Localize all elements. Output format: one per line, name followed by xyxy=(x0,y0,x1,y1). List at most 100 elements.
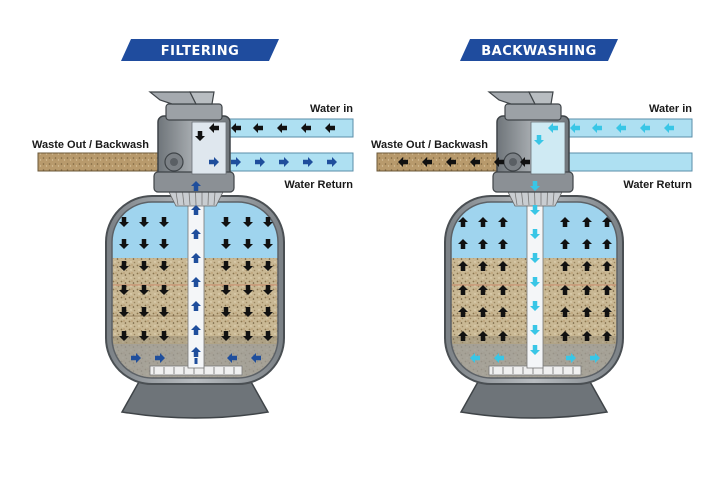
flow-arrow-up-icon xyxy=(560,307,570,317)
flow-arrow-up-icon xyxy=(458,307,468,317)
valve-top xyxy=(165,103,223,121)
valve-handle-left xyxy=(487,91,536,105)
flow-arrow-down-icon xyxy=(119,307,129,317)
water-return-label: Water Return xyxy=(623,179,692,191)
flow-arrow-down-icon xyxy=(263,307,273,317)
flow-arrow-left-icon xyxy=(592,123,602,133)
flow-arrow-up-icon xyxy=(582,331,592,341)
waste-out-pipe xyxy=(376,152,508,172)
flow-arrow-up-icon xyxy=(478,331,488,341)
flow-arrow-right-icon xyxy=(131,353,141,363)
water-in-label: Water in xyxy=(310,103,353,115)
flow-arrow-up-icon xyxy=(560,285,570,295)
flow-arrow-left-icon xyxy=(664,123,674,133)
flow-arrow-up-icon xyxy=(498,285,508,295)
flow-arrow-down-icon xyxy=(221,307,231,317)
flow-arrow-down-icon xyxy=(530,345,540,355)
diffuser-fin xyxy=(182,191,185,206)
flow-arrow-left-icon xyxy=(520,157,530,167)
flow-arrow-right-icon xyxy=(231,157,241,167)
flow-arrow-left-icon xyxy=(470,353,480,363)
flow-arrow-up-icon xyxy=(498,239,508,249)
flow-arrow-down-icon xyxy=(243,307,253,317)
flow-arrow-up-icon xyxy=(582,217,592,227)
flow-arrow-down-icon xyxy=(263,285,273,295)
flow-arrow-left-icon xyxy=(253,123,263,133)
diffuser-fin xyxy=(546,191,548,206)
flow-arrow-down-icon xyxy=(159,239,169,249)
flow-arrow-right-icon xyxy=(303,157,313,167)
flow-arrow-down-icon xyxy=(243,285,253,295)
valve-side-port-center xyxy=(509,158,517,166)
flow-arrow-up-icon xyxy=(560,217,570,227)
flow-arrow-down-icon xyxy=(530,277,540,287)
flow-arrow-left-icon xyxy=(494,157,504,167)
flow-arrow-up-icon xyxy=(478,239,488,249)
flow-arrow-left-icon xyxy=(616,123,626,133)
flow-arrow-left-icon xyxy=(231,123,241,133)
flow-arrow-down-icon xyxy=(119,239,129,249)
flow-arrow-down-icon xyxy=(119,261,129,271)
tank-base xyxy=(459,379,609,419)
flow-arrow-down-icon xyxy=(195,131,205,141)
flow-arrow-down-icon xyxy=(139,239,149,249)
flow-arrow-left-icon xyxy=(227,353,237,363)
flow-arrow-up-icon xyxy=(602,285,612,295)
flow-arrow-up-icon xyxy=(191,325,201,335)
flow-arrow-down-icon xyxy=(139,261,149,271)
flow-arrow-up-icon xyxy=(582,239,592,249)
diffuser-fin xyxy=(552,191,555,206)
flow-arrow-up-icon xyxy=(582,307,592,317)
flow-arrow-left-icon xyxy=(570,123,580,133)
tank-base xyxy=(120,379,270,419)
flow-arrow-left-icon xyxy=(277,123,287,133)
flow-arrow-left-icon xyxy=(398,157,408,167)
flow-arrow-up-icon xyxy=(458,261,468,271)
flow-arrow-up-icon xyxy=(191,347,201,357)
flow-arrow-right-icon xyxy=(327,157,337,167)
water-return-label: Water Return xyxy=(284,179,353,191)
flow-arrow-down-icon xyxy=(119,217,129,227)
title-banner xyxy=(460,39,618,61)
flow-arrow-down-icon xyxy=(263,239,273,249)
diffuser-fin xyxy=(213,191,216,206)
valve-cutaway xyxy=(191,121,227,175)
diffuser-fin xyxy=(188,191,191,206)
diffuser-fin xyxy=(521,191,524,206)
diffuser-fin xyxy=(207,191,209,206)
valve-handle-left xyxy=(148,91,197,105)
diffuser-fin xyxy=(514,191,518,206)
flow-arrow-up-icon xyxy=(602,307,612,317)
flow-arrow-left-icon xyxy=(209,123,219,133)
flow-arrow-down-icon xyxy=(159,307,169,317)
waste-out-pipe xyxy=(37,152,169,172)
flow-arrow-up-icon xyxy=(191,205,201,215)
flow-arrow-up-icon xyxy=(498,331,508,341)
flow-arrow-up-icon xyxy=(560,331,570,341)
flow-arrow-up-icon xyxy=(191,181,201,191)
flow-arrow-left-icon xyxy=(422,157,432,167)
flow-arrow-right-icon xyxy=(590,353,600,363)
flow-arrow-down-icon xyxy=(119,285,129,295)
flow-arrow-down-icon xyxy=(530,325,540,335)
flow-arrow-up-icon xyxy=(191,253,201,263)
flow-arrow-down-icon xyxy=(221,285,231,295)
flow-arrow-down-icon xyxy=(243,261,253,271)
flow-arrow-up-icon xyxy=(458,331,468,341)
flow-arrow-up-icon xyxy=(560,261,570,271)
flow-arrow-down-icon xyxy=(159,285,169,295)
flow-arrow-up-icon xyxy=(478,261,488,271)
flow-arrow-up-icon xyxy=(458,285,468,295)
flow-arrow-down-icon xyxy=(119,331,129,341)
flow-arrow-down-icon xyxy=(530,253,540,263)
flow-arrow-down-icon xyxy=(263,217,273,227)
flow-arrow-down-icon xyxy=(159,331,169,341)
waste-out-label: Waste Out / Backwash xyxy=(32,139,149,151)
flow-arrow-left-icon xyxy=(325,123,335,133)
flow-arrow-right-icon xyxy=(255,157,265,167)
flow-arrow-up-icon xyxy=(602,261,612,271)
flow-arrow-down-icon xyxy=(263,331,273,341)
flow-arrow-up-icon xyxy=(602,217,612,227)
